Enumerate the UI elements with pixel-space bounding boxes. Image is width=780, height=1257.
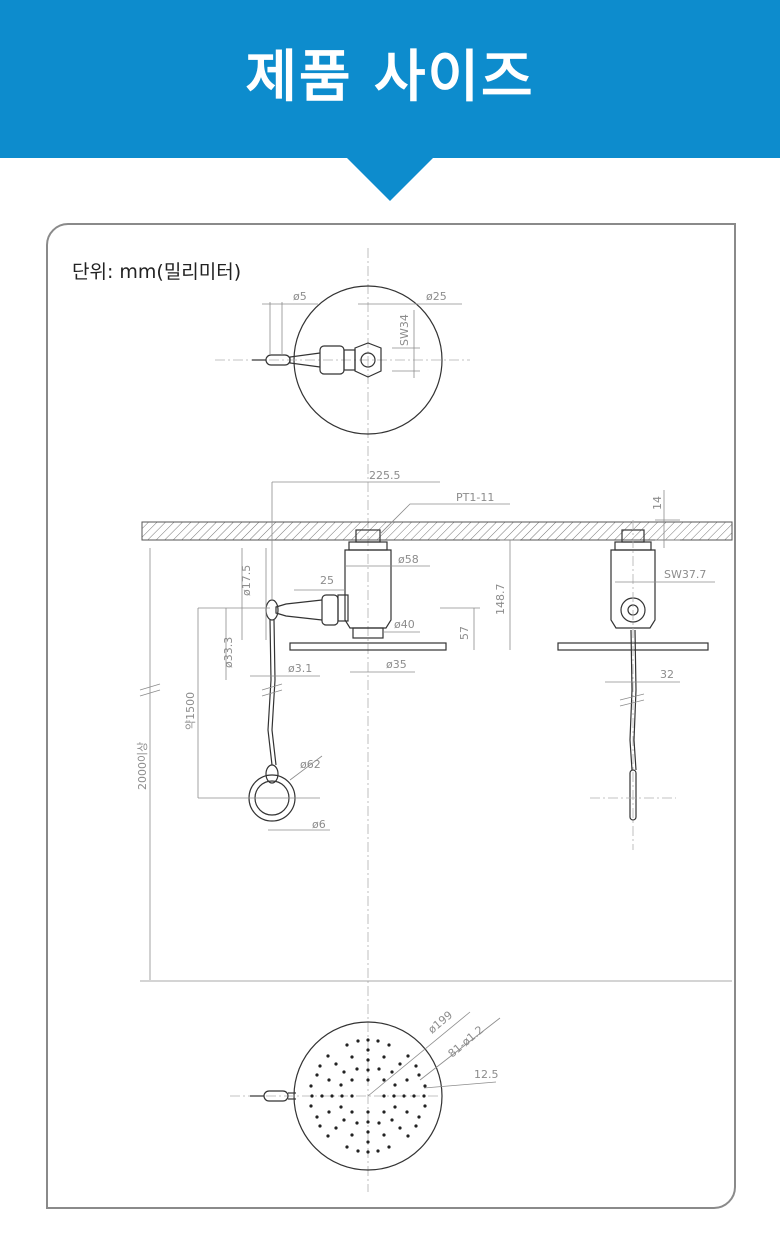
dimension-label: ø33.3: [222, 637, 235, 668]
spray-holes: [309, 1038, 427, 1154]
dimension-label: 약1500: [183, 692, 197, 730]
dimension-label: ø62: [300, 758, 321, 771]
dimension-label: ø3.1: [288, 662, 312, 675]
title-banner: 제품 사이즈: [0, 0, 780, 158]
dimension-label: 148.7: [494, 584, 507, 616]
dimension-label: ø25: [426, 290, 447, 303]
dimension-label: SW37.7: [664, 568, 706, 581]
front-view: 14 SW37.7 32: [557, 490, 715, 850]
dimension-label: 2000이상: [136, 742, 149, 790]
dimension-label: ø5: [293, 290, 307, 303]
dimension-label: ø17.5: [240, 565, 253, 596]
dimension-label: ø199: [426, 1009, 456, 1037]
diagram-panel: [46, 223, 736, 1209]
ceiling: [141, 521, 733, 541]
dimension-label: 14: [651, 496, 664, 510]
dimension-label: 25: [320, 574, 334, 587]
dimension-label: PT1-11: [456, 491, 494, 504]
dimension-label: 32: [660, 668, 674, 681]
dimension-label: ø35: [386, 658, 407, 671]
dimension-label: 81-ø1.2: [446, 1023, 487, 1060]
banner-pointer-arrow: [346, 157, 434, 201]
unit-label: 단위: mm(밀리미터): [72, 261, 242, 283]
dimension-label: ø40: [394, 618, 415, 631]
dimension-label: ø6: [312, 818, 326, 831]
dimension-label: SW34: [398, 314, 411, 346]
dimension-label: ø58: [398, 553, 419, 566]
dimension-label: 225.5: [369, 469, 401, 482]
side-view: 225.5 PT1-11 ø58 25 ø17.5 ø40 ø33.3 57 1…: [136, 469, 520, 980]
dimension-label: 57: [458, 626, 471, 640]
shower-head-view: ø199 81-ø1.2 12.5: [230, 1009, 501, 1171]
dimension-label: 12.5: [474, 1068, 499, 1081]
page-title: 제품 사이즈: [245, 45, 535, 110]
top-view: ø5 ø25 SW34: [215, 285, 470, 435]
